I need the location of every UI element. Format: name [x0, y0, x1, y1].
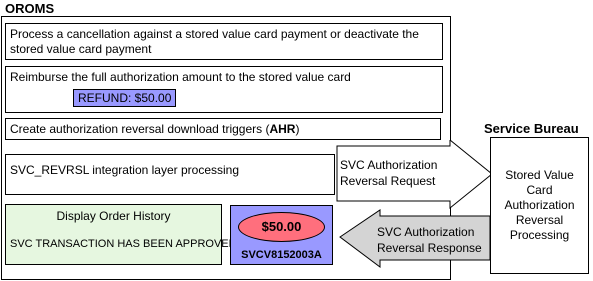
bureau-line: Reversal: [515, 213, 564, 227]
step-integration-box: SVC_REVRSL integration layer processing: [5, 154, 335, 195]
card-amount-oval: $50.00: [238, 212, 325, 242]
order-history-box: Display Order History SVC TRANSACTION HA…: [5, 204, 237, 265]
service-bureau-title: Service Bureau: [484, 121, 579, 136]
step-cancellation-box: Process a cancellation against a stored …: [5, 23, 443, 60]
request-label-line2: Reversal Request: [340, 174, 436, 188]
oroms-title: OROMS: [5, 1, 55, 16]
order-history-title: Display Order History: [56, 209, 171, 223]
step-triggers-text-end: ): [295, 122, 300, 136]
bureau-line: Card: [526, 183, 553, 197]
step-triggers-code: AHR: [269, 122, 296, 136]
service-bureau-box: Stored Value Card Authorization Reversal…: [490, 137, 589, 274]
response-arrow-label: SVC Authorization Reversal Response: [377, 224, 482, 256]
bureau-line: Processing: [509, 228, 570, 242]
step-cancellation-text: Process a cancellation against a stored …: [10, 27, 419, 56]
bureau-line: Stored Value: [505, 168, 574, 182]
stored-value-card: $50.00 SVCV8152003A: [230, 205, 333, 265]
order-history-status: SVC TRANSACTION HAS BEEN APPROVED: [10, 238, 237, 250]
response-label-line2: Reversal Response: [377, 241, 482, 255]
request-arrow-label: SVC Authorization Reversal Request: [340, 157, 437, 189]
response-label-line1: SVC Authorization: [377, 225, 475, 239]
step-reimburse-box: Reimburse the full authorization amount …: [5, 66, 443, 113]
card-number: SVCV8152003A: [241, 249, 322, 261]
step-triggers-text: Create authorization reversal download t…: [10, 122, 270, 136]
request-arrow: [336, 140, 493, 210]
request-label-line1: SVC Authorization: [340, 158, 438, 172]
arrows-graphic: [336, 140, 493, 268]
step-integration-text: SVC_REVRSL integration layer processing: [10, 163, 240, 177]
step-triggers-box: Create authorization reversal download t…: [5, 118, 441, 140]
refund-label: REFUND: $50.00: [73, 89, 177, 107]
step-reimburse-text: Reimburse the full authorization amount …: [10, 70, 351, 84]
bureau-line: Authorization: [504, 198, 575, 212]
